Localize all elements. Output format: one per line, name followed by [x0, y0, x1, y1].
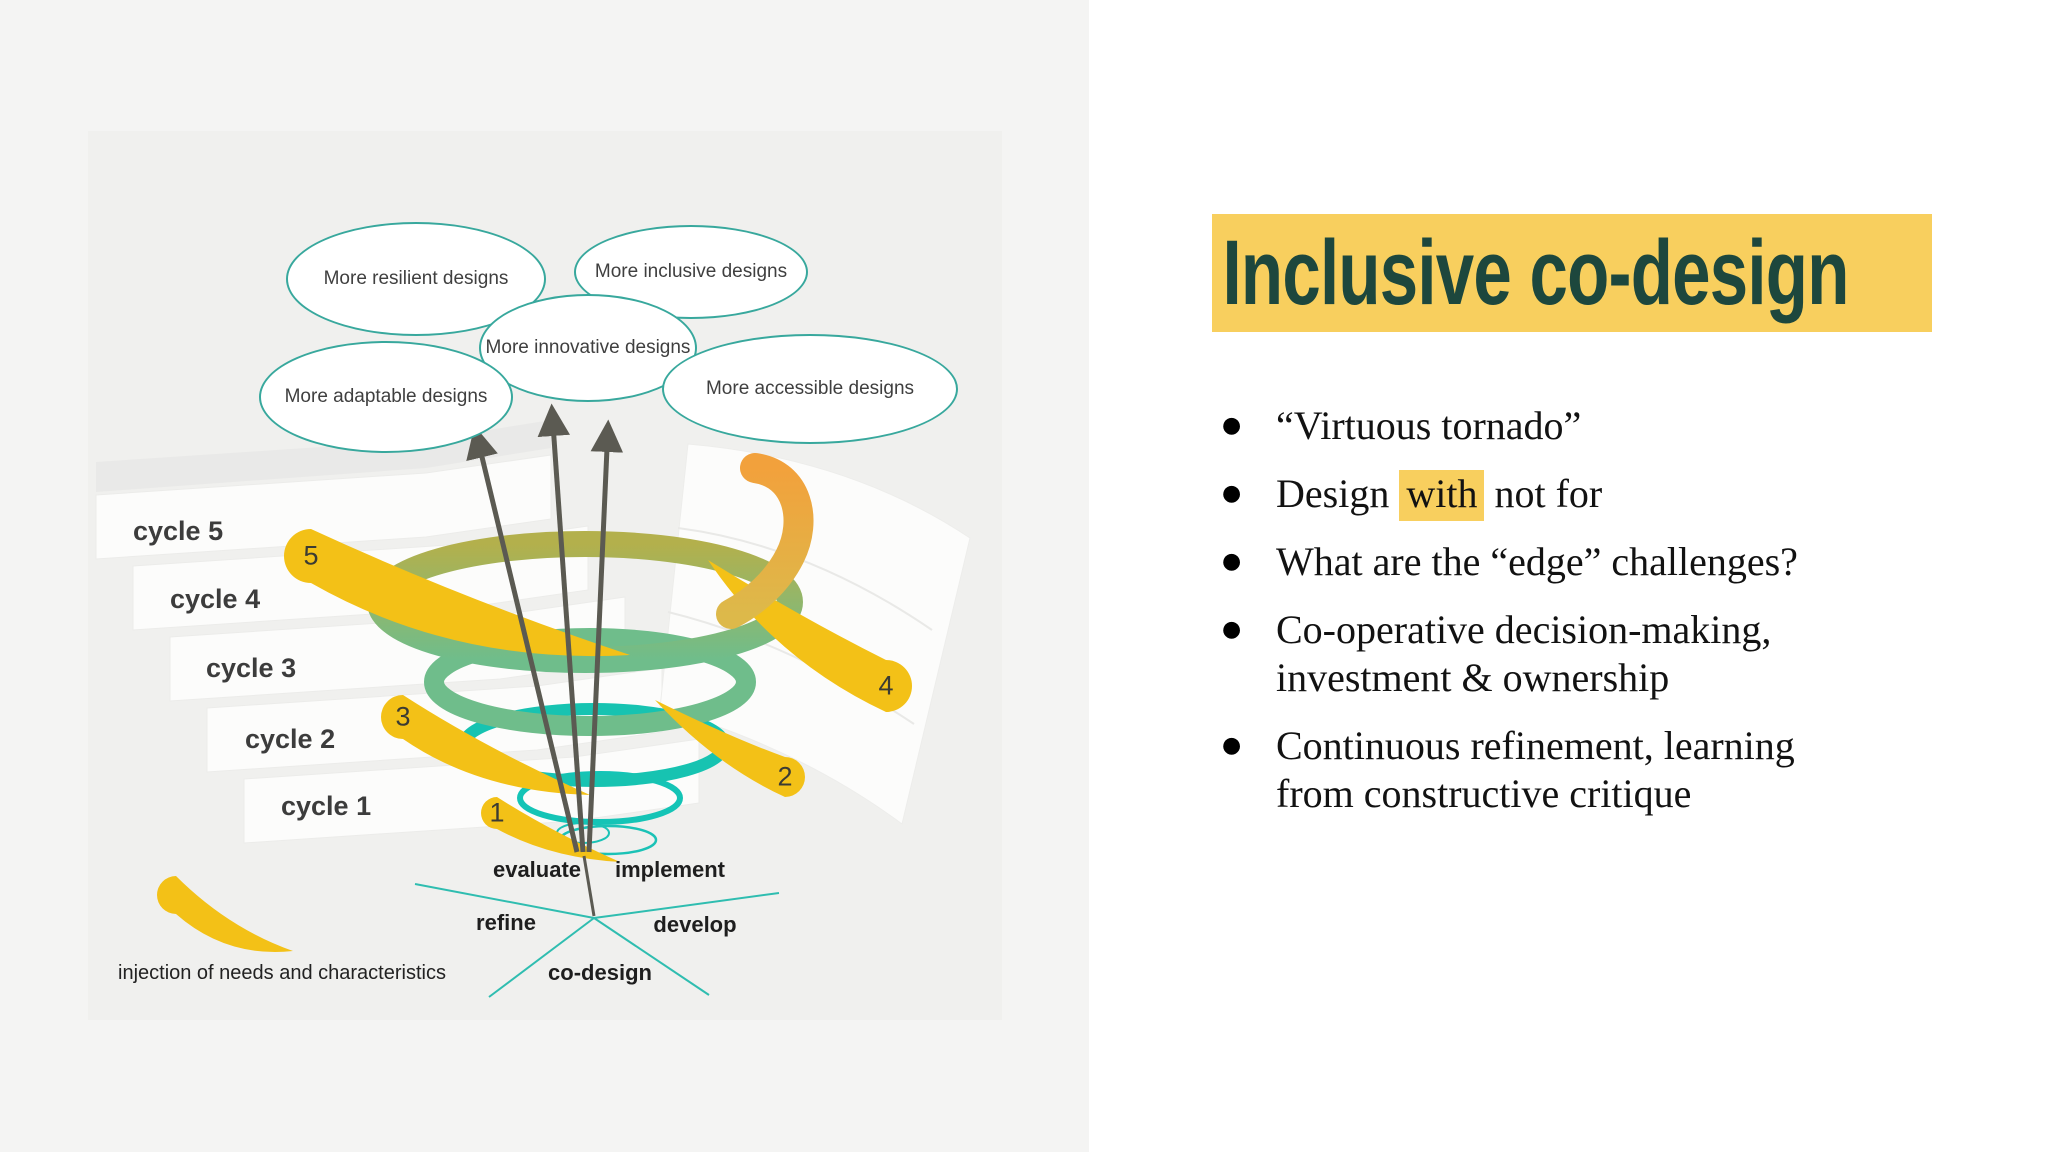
marker-3: 3 [395, 701, 411, 732]
bubble-label: More adaptable designs [284, 386, 488, 407]
bullet-line: Continuous refinement, learning [1276, 723, 1795, 768]
orange-spiral-tip [716, 453, 814, 629]
marker-1: 1 [489, 797, 505, 828]
bullet-line: not for [1484, 471, 1603, 516]
bullet-dot: ● [1222, 413, 1242, 438]
stage-label-evaluate: evaluate [492, 857, 582, 882]
bullet-dot: ● [1222, 733, 1242, 758]
cycle-label-3: cycle 3 [206, 653, 297, 683]
marker-2: 2 [777, 761, 793, 792]
bullet-line: investment & ownership [1276, 655, 1670, 700]
title-highlight-box: Inclusive co-design [1212, 214, 1932, 332]
cycle-label-5: cycle 5 [133, 516, 224, 546]
stage-rays [414, 883, 780, 998]
bullet-dot: ● [1222, 617, 1242, 642]
stage-label-co-design: co-design [548, 960, 652, 985]
swoosh-2 [655, 700, 805, 797]
bullet-list: ● “Virtuous tornado” ● Design with not f… [1222, 402, 1922, 838]
content-panel: Inclusive co-design ● “Virtuous tornado”… [1089, 0, 2047, 1152]
bubble-more-adaptable-designs: More adaptable designs [259, 341, 513, 453]
arrow-center [537, 403, 586, 853]
bullet-line: from constructive critique [1276, 771, 1692, 816]
swoosh-injection [157, 876, 293, 952]
bullet-item-design-with: ● Design with not for [1222, 470, 1922, 521]
arrow-shaft-base [582, 855, 596, 917]
swoosh-5 [284, 529, 630, 657]
cycle-label-2: cycle 2 [245, 724, 336, 754]
bullet-text: “Virtuous tornado” [1276, 402, 1906, 450]
bullet-line: Design [1276, 471, 1400, 516]
cycle-label-1: cycle 1 [281, 791, 372, 821]
outcome-arrows [466, 403, 624, 917]
with-highlight: with [1399, 470, 1485, 521]
bullet-item-cooperative-decision: ● Co-operative decision-making,investmen… [1222, 606, 1922, 702]
bubble-more-innovative-designs: More innovative designs [479, 294, 697, 402]
injection-label: injection of needs and characteristics [118, 962, 446, 984]
bubble-more-resilient-designs: More resilient designs [286, 222, 546, 336]
swoosh-1 [481, 797, 620, 862]
marker-5: 5 [303, 540, 319, 571]
bullet-dot: ● [1222, 549, 1242, 574]
bullet-dot: ● [1222, 481, 1242, 506]
bullet-line: “Virtuous tornado” [1276, 403, 1582, 448]
diagram-panel: More inclusive designs More resilient de… [0, 0, 1089, 1152]
stage-label-refine: refine [476, 910, 536, 935]
stage-label-implement: implement [614, 857, 726, 882]
bubble-label: More inclusive designs [594, 261, 788, 282]
bullet-text: Co-operative decision-making,investment … [1276, 606, 1906, 702]
cycle-label-4: cycle 4 [170, 584, 261, 614]
bullet-line: Co-operative decision-making, [1276, 607, 1772, 652]
bullet-text: Design with not for [1276, 470, 1906, 521]
bullet-item-edge-challenges: ● What are the “edge” challenges? [1222, 538, 1922, 586]
marker-4: 4 [878, 670, 894, 701]
arrow-left [466, 425, 580, 853]
stage-label-develop: develop [653, 912, 737, 937]
bubble-more-accessible-designs: More accessible designs [662, 334, 958, 444]
page-title: Inclusive co-design [1222, 221, 1850, 324]
arrow-right [586, 419, 624, 853]
bullet-line: What are the “edge” challenges? [1276, 539, 1798, 584]
bubble-label: More accessible designs [705, 378, 915, 399]
bullet-text: What are the “edge” challenges? [1276, 538, 1906, 586]
bubble-label: More resilient designs [323, 268, 509, 289]
bullet-item-virtuous-tornado: ● “Virtuous tornado” [1222, 402, 1922, 450]
bubble-label: More innovative designs [485, 337, 691, 358]
swoosh-3 [381, 695, 590, 795]
